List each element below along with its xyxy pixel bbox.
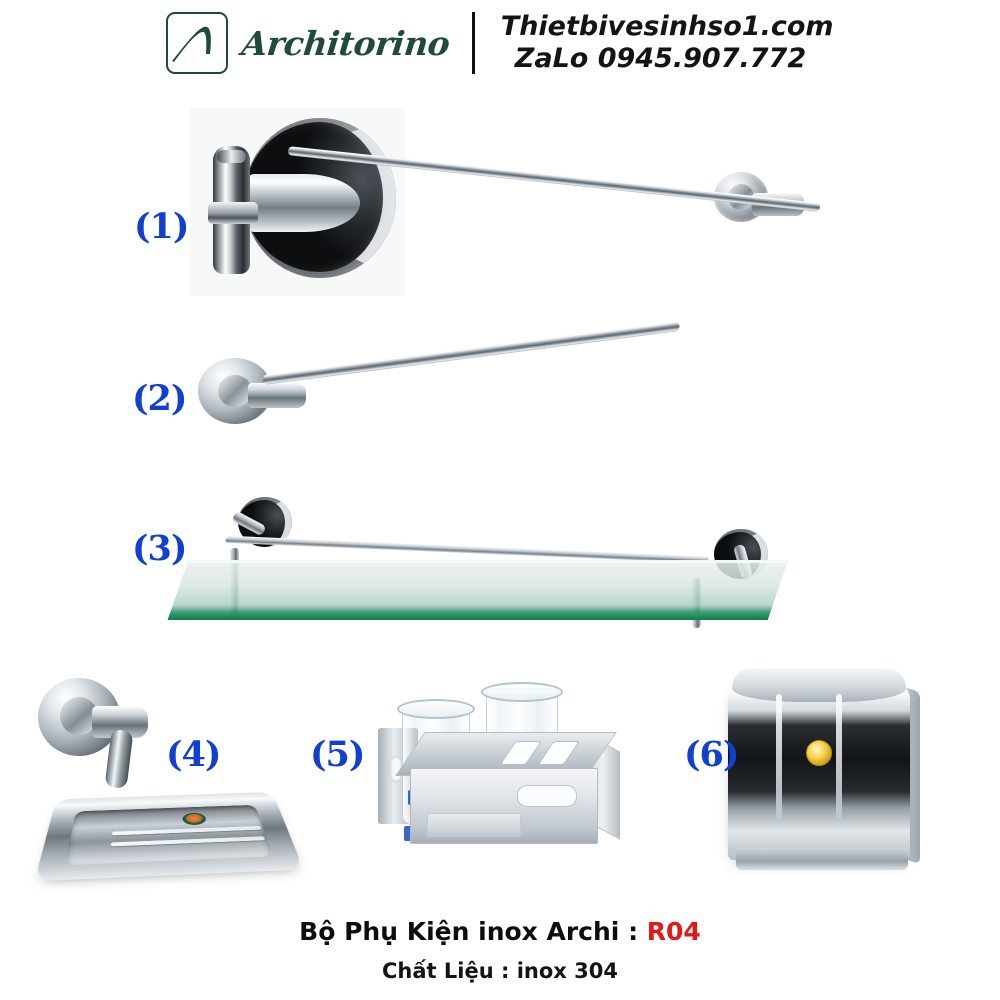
contact-block: Thietbivesinhso1.com ZaLo 0945.907.772 — [500, 10, 834, 74]
paper-holder-emblem-icon — [806, 740, 832, 766]
paper-holder-rib — [776, 694, 782, 820]
caption-block: Bộ Phụ Kiện inox Archi : R04 Chất Liệu :… — [0, 916, 1000, 983]
material-text: Chất Liệu : inox 304 — [382, 959, 618, 984]
paper-holder-base — [736, 848, 908, 870]
product-label-3: (3) — [132, 528, 187, 569]
paper-holder-cover — [728, 668, 910, 860]
towel-bar-2-neck — [248, 383, 306, 408]
product-label-4: (4) — [166, 734, 221, 775]
paper-holder-top-cap — [732, 668, 906, 702]
brand-header-inner: Architorino Thietbivesinhso1.com ZaLo 09… — [166, 10, 834, 74]
robe-hook-cone — [248, 174, 360, 232]
cup-holder-top-cutout — [499, 741, 542, 765]
towel-bar-2-wall-rosette — [198, 358, 272, 424]
cup-holder-front-window — [427, 813, 521, 837]
glass-shelf-panel — [167, 560, 789, 620]
cup-right-rim — [481, 682, 563, 702]
soap-dish-tray-well — [65, 804, 273, 866]
zalo-phone-text: ZaLo 0945.907.772 — [514, 43, 807, 74]
brand-emblem-sticker-icon — [181, 812, 207, 826]
header-divider — [471, 12, 475, 74]
robe-hook-collar — [208, 202, 258, 224]
product-set-title: Bộ Phụ Kiện inox Archi : R04 — [0, 916, 1000, 947]
paper-holder-rib — [836, 694, 842, 820]
brand-wordmark: Architorino — [240, 23, 452, 63]
brand-header: Architorino Thietbivesinhso1.com ZaLo 09… — [0, 0, 1000, 86]
soap-dish-drain-slot — [110, 836, 266, 847]
soap-dish-drain-slot — [111, 825, 262, 836]
architorino-swoosh-logo-icon — [166, 12, 229, 74]
soap-dish-tray — [34, 791, 304, 882]
cup-holder-top-cutout — [537, 741, 580, 765]
product-set-title-text: Bộ Phụ Kiện inox Archi : — [299, 917, 647, 946]
product-code: R04 — [646, 917, 701, 946]
cup-left-rim — [397, 699, 475, 719]
towel-bar-2-rod — [262, 320, 681, 385]
cup-holder-front-panel — [410, 768, 598, 844]
product-label-6: (6) — [684, 734, 739, 775]
robe-hook-photo — [190, 108, 405, 296]
cup-holder-front-cutout — [517, 785, 577, 807]
website-text: Thietbivesinhso1.com — [500, 10, 834, 42]
product-label-5: (5) — [310, 734, 365, 775]
product-label-2: (2) — [132, 378, 187, 419]
product-label-1: (1) — [134, 206, 189, 247]
